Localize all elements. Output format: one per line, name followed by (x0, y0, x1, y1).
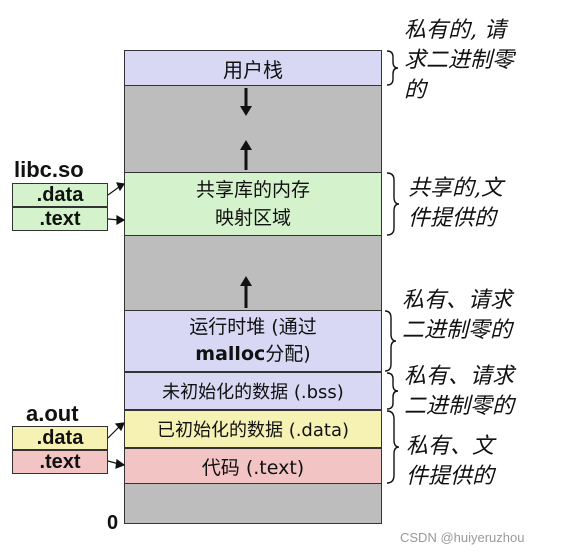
aout-text-label: .text (39, 450, 81, 473)
heap-alloc-label: 分配) (265, 343, 311, 365)
shared-lib-annotation-line2: 件提供的 (408, 206, 497, 231)
libc-title: libc.so (14, 157, 84, 182)
heap-annotation: 私有、请求 二进制零的 (402, 286, 512, 346)
shared-lib-annotation: 共享的,文 件提供的 (408, 174, 503, 234)
shared-lib-annotation-line1: 共享的,文 (408, 176, 503, 201)
heap-label-line2: malloc分配) (195, 341, 310, 368)
bss-brace (386, 372, 399, 410)
data-text-annotation-line2: 件提供的 (406, 464, 495, 489)
text-segment: 代码 (.text) (124, 448, 382, 484)
bss-annotation: 私有、请求 二进制零的 (404, 362, 514, 422)
aout-text-box: .text (12, 450, 108, 474)
mmap-up-arrow (240, 140, 252, 170)
data-segment: 已初始化的数据 (.data) (124, 410, 382, 448)
shared-library-label-line1: 共享库的内存 (195, 179, 310, 201)
user-stack-brace (386, 50, 399, 86)
bss-segment: 未初始化的数据 (.bss) (124, 372, 382, 410)
data-text-annotation-line1: 私有、文 (406, 434, 495, 459)
heap-label-line1: 运行时堆 (通过 (189, 316, 317, 338)
heap-annotation-line1: 私有、请求 (402, 288, 513, 313)
connector-arrows (107, 182, 126, 469)
aout-title: a.out (26, 401, 79, 426)
stack-gap (124, 86, 382, 172)
bss-annotation-line1: 私有、请求 (404, 364, 515, 389)
data-label: 已初始化的数据 (.data) (156, 420, 350, 441)
text-label: 代码 (.text) (201, 456, 305, 479)
data-text-brace (386, 410, 400, 484)
csdn-watermark: CSDN @huiyeruzhou (400, 530, 525, 545)
address-zero-label: 0 (107, 512, 119, 534)
heap-malloc-label: malloc (195, 343, 266, 365)
shared-library-segment: 共享库的内存 映射区域 (124, 172, 382, 236)
annotation-braces (384, 50, 400, 484)
aout-data-label: .data (36, 426, 84, 449)
user-stack-annotation-line1: 私有的, 请 (404, 18, 506, 43)
bss-annotation-line2: 二进制零的 (404, 394, 515, 419)
user-stack-label: 用户栈 (223, 57, 283, 82)
heap-segment: 运行时堆 (通过 malloc分配) (124, 310, 382, 372)
stack-down-arrow (240, 88, 252, 116)
data-text-annotation: 私有、文 件提供的 (406, 432, 494, 492)
libc-text-box: .text (12, 207, 108, 231)
shared-library-label-line2: 映射区域 (214, 207, 291, 229)
libc-data-label: .data (36, 183, 84, 206)
libc-text-label: .text (39, 207, 81, 230)
user-stack-annotation-line3: 的 (404, 78, 427, 103)
heap-brace (384, 310, 397, 372)
shared-lib-brace (386, 172, 400, 236)
bss-label: 未初始化的数据 (.bss) (162, 382, 344, 403)
user-stack-segment: 用户栈 (124, 50, 382, 86)
bottom-gap (124, 484, 382, 524)
aout-data-box: .data (12, 426, 108, 450)
libc-data-box: .data (12, 183, 108, 207)
heap-up-arrow (240, 276, 252, 308)
user-stack-annotation: 私有的, 请 求二进制零 的 (404, 16, 514, 106)
heap-annotation-line2: 二进制零的 (402, 318, 513, 343)
mmap-heap-gap (124, 236, 382, 310)
user-stack-annotation-line2: 求二进制零 (404, 48, 515, 73)
